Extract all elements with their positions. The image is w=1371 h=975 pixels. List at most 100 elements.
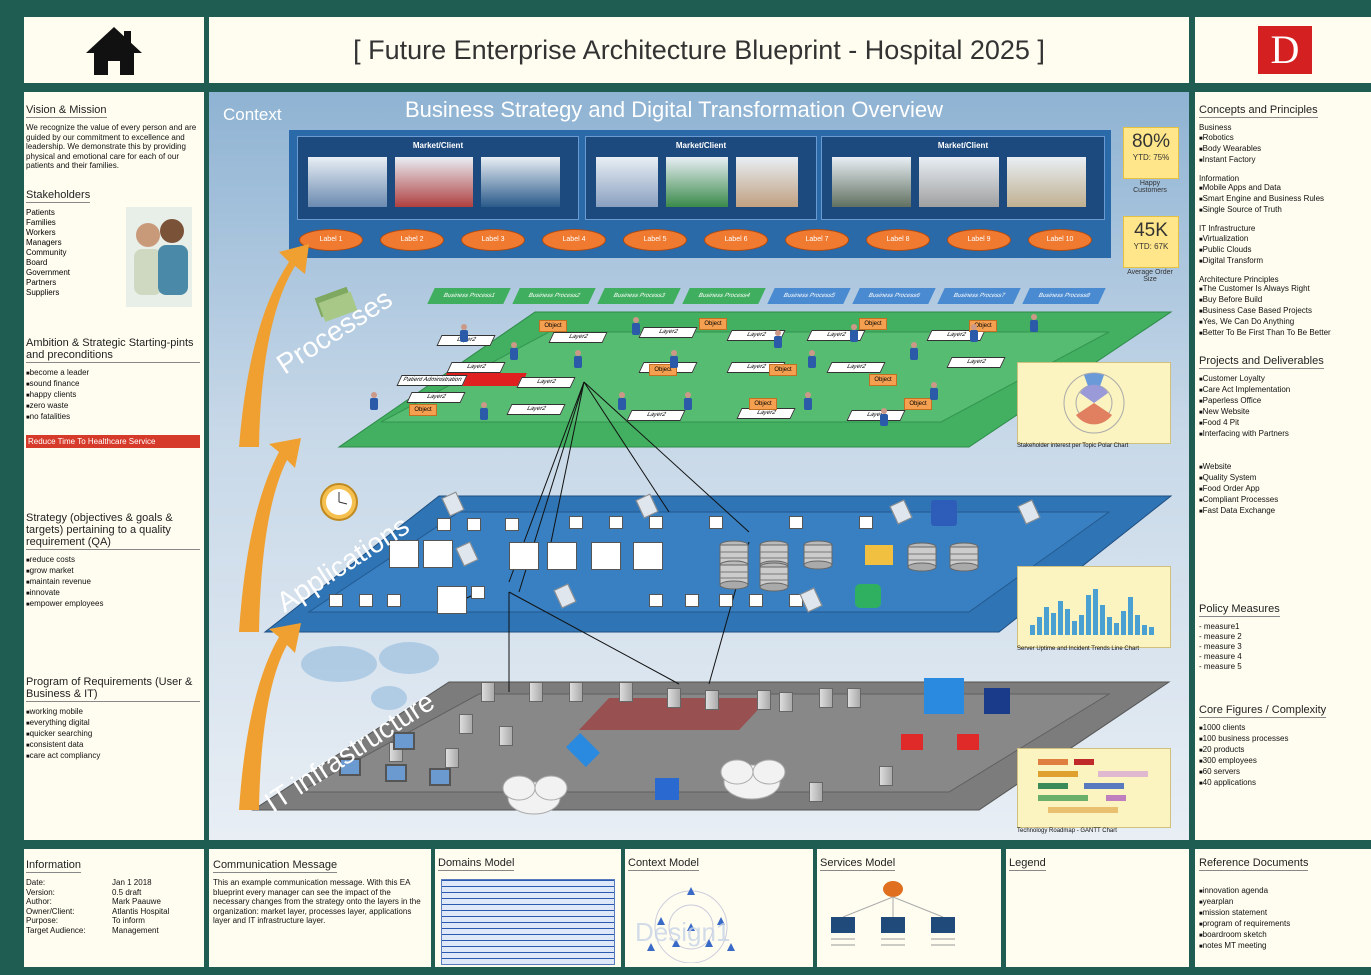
ref-item: boardroom sketch bbox=[1199, 930, 1367, 941]
projects-title: Projects and Deliverables bbox=[1199, 355, 1324, 369]
person-icon bbox=[370, 392, 378, 410]
domains-thumbnail[interactable] bbox=[441, 879, 615, 965]
application-component-icon[interactable] bbox=[719, 594, 733, 607]
label-oval[interactable]: Label 10 bbox=[1028, 229, 1092, 251]
bar-mark bbox=[1037, 617, 1042, 635]
market-client-label: Market/Client bbox=[412, 141, 464, 150]
label-oval[interactable]: Label 9 bbox=[947, 229, 1011, 251]
label-oval[interactable]: Label 8 bbox=[866, 229, 930, 251]
application-component-icon[interactable] bbox=[633, 542, 663, 570]
label-oval[interactable]: Label 7 bbox=[785, 229, 849, 251]
home-icon[interactable] bbox=[84, 25, 144, 77]
business-process-tab[interactable]: Business Process8 bbox=[1022, 288, 1106, 304]
label-oval[interactable]: Label 1 bbox=[299, 229, 363, 251]
business-process-tab[interactable]: Business Process6 bbox=[852, 288, 936, 304]
market-photo bbox=[736, 157, 798, 207]
projects-list: Customer LoyaltyCare Act ImplementationP… bbox=[1199, 374, 1369, 440]
process-node[interactable]: Layer2 bbox=[506, 404, 566, 415]
info-key: Date: bbox=[26, 878, 46, 887]
application-component-icon[interactable] bbox=[649, 594, 663, 607]
application-component-icon[interactable] bbox=[859, 516, 873, 529]
business-process-tab[interactable]: Business Process5 bbox=[767, 288, 851, 304]
red-device-icon-2 bbox=[957, 734, 979, 750]
context-label: Context bbox=[223, 105, 282, 124]
strategy-list: reduce costsgrow marketmaintain revenuei… bbox=[26, 555, 200, 610]
application-component-icon[interactable] bbox=[505, 518, 519, 531]
arch-item: Yes, We Can Do Anything bbox=[1199, 317, 1369, 328]
process-node[interactable]: Layer2 bbox=[626, 410, 686, 421]
application-component-icon[interactable] bbox=[329, 594, 343, 607]
highlight-banner: Reduce Time To Healthcare Service bbox=[26, 434, 200, 448]
money-icon bbox=[314, 286, 358, 322]
context-thumbnail[interactable] bbox=[631, 877, 771, 963]
services-thumbnail[interactable] bbox=[823, 877, 963, 961]
application-component-icon[interactable] bbox=[591, 542, 621, 570]
gantt-chart bbox=[1017, 748, 1171, 828]
policy-list: measure1measure 2measure 3measure 4measu… bbox=[1199, 622, 1369, 672]
process-node[interactable]: Layer2 bbox=[548, 332, 608, 343]
information-item: Smart Engine and Business Rules bbox=[1199, 194, 1369, 205]
stakeholder-item: Patients bbox=[26, 207, 55, 217]
application-component-icon[interactable] bbox=[471, 586, 485, 599]
application-component-icon[interactable] bbox=[569, 516, 583, 529]
stakeholder-item: Community bbox=[26, 247, 67, 257]
home-cell bbox=[24, 17, 204, 83]
kpi2-ytd: YTD: 67K bbox=[1133, 242, 1169, 251]
business-process-tab[interactable]: Business Process2 bbox=[512, 288, 596, 304]
business-process-tab[interactable]: Business Process3 bbox=[597, 288, 681, 304]
application-component-icon[interactable] bbox=[437, 518, 451, 531]
stakeholder-item: Partners bbox=[26, 277, 57, 287]
process-node[interactable]: Layer2 bbox=[946, 357, 1006, 368]
application-component-icon[interactable] bbox=[359, 594, 373, 607]
business-process-tab[interactable]: Business Process1 bbox=[427, 288, 511, 304]
ambition-item: zero waste bbox=[26, 401, 200, 412]
project-item: Quality System bbox=[1199, 473, 1369, 484]
server-icon bbox=[459, 714, 473, 734]
document-icon bbox=[931, 500, 957, 526]
application-component-icon[interactable] bbox=[547, 542, 577, 570]
application-component-icon[interactable] bbox=[509, 542, 539, 570]
application-component-icon[interactable] bbox=[649, 516, 663, 529]
gantt-bar bbox=[1038, 795, 1088, 801]
application-component-icon[interactable] bbox=[609, 516, 623, 529]
ref-item: yearplan bbox=[1199, 897, 1367, 908]
person-icon bbox=[910, 342, 918, 360]
application-component-icon[interactable] bbox=[387, 594, 401, 607]
business-process-tab[interactable]: Business Process7 bbox=[937, 288, 1021, 304]
application-component-icon[interactable] bbox=[749, 594, 763, 607]
label-oval[interactable]: Label 3 bbox=[461, 229, 525, 251]
stakeholder-item: Government bbox=[26, 267, 71, 277]
application-component-icon[interactable] bbox=[437, 586, 467, 614]
application-component-icon[interactable] bbox=[423, 540, 453, 568]
person-icon bbox=[804, 392, 812, 410]
process-node[interactable]: Layer2 bbox=[826, 362, 886, 373]
stakeholders-photo bbox=[126, 206, 192, 307]
application-component-icon[interactable] bbox=[709, 516, 723, 529]
services-title: Services Model bbox=[820, 857, 896, 871]
label-oval[interactable]: Label 5 bbox=[623, 229, 687, 251]
label-oval[interactable]: Label 4 bbox=[542, 229, 606, 251]
ref-item: mission statement bbox=[1199, 908, 1367, 919]
application-component-icon[interactable] bbox=[389, 540, 419, 568]
label-oval[interactable]: Label 6 bbox=[704, 229, 768, 251]
process-node[interactable]: Layer2 bbox=[638, 327, 698, 338]
core-item: 60 servers bbox=[1199, 767, 1369, 778]
page-title: [ Future Enterprise Architecture Bluepri… bbox=[353, 35, 1045, 65]
process-node[interactable]: Layer2 bbox=[406, 392, 466, 403]
market-photo bbox=[596, 157, 658, 207]
patient-administration-node[interactable]: Patient Administration bbox=[396, 375, 468, 386]
market-photo bbox=[1006, 157, 1086, 207]
application-component-icon[interactable] bbox=[467, 518, 481, 531]
application-component-icon[interactable] bbox=[685, 594, 699, 607]
strategy-item: grow market bbox=[26, 566, 200, 577]
process-node[interactable]: Layer2 bbox=[446, 362, 506, 373]
core-item: 1000 clients bbox=[1199, 723, 1369, 734]
project-item: Paperless Office bbox=[1199, 396, 1369, 407]
process-node[interactable]: Layer2 bbox=[516, 377, 576, 388]
process-node[interactable]: Layer2 bbox=[846, 410, 906, 421]
application-component-icon[interactable] bbox=[789, 516, 803, 529]
business-process-tab[interactable]: Business Process4 bbox=[682, 288, 766, 304]
label-oval[interactable]: Label 2 bbox=[380, 229, 444, 251]
info-value: 0.5 draft bbox=[112, 887, 142, 897]
